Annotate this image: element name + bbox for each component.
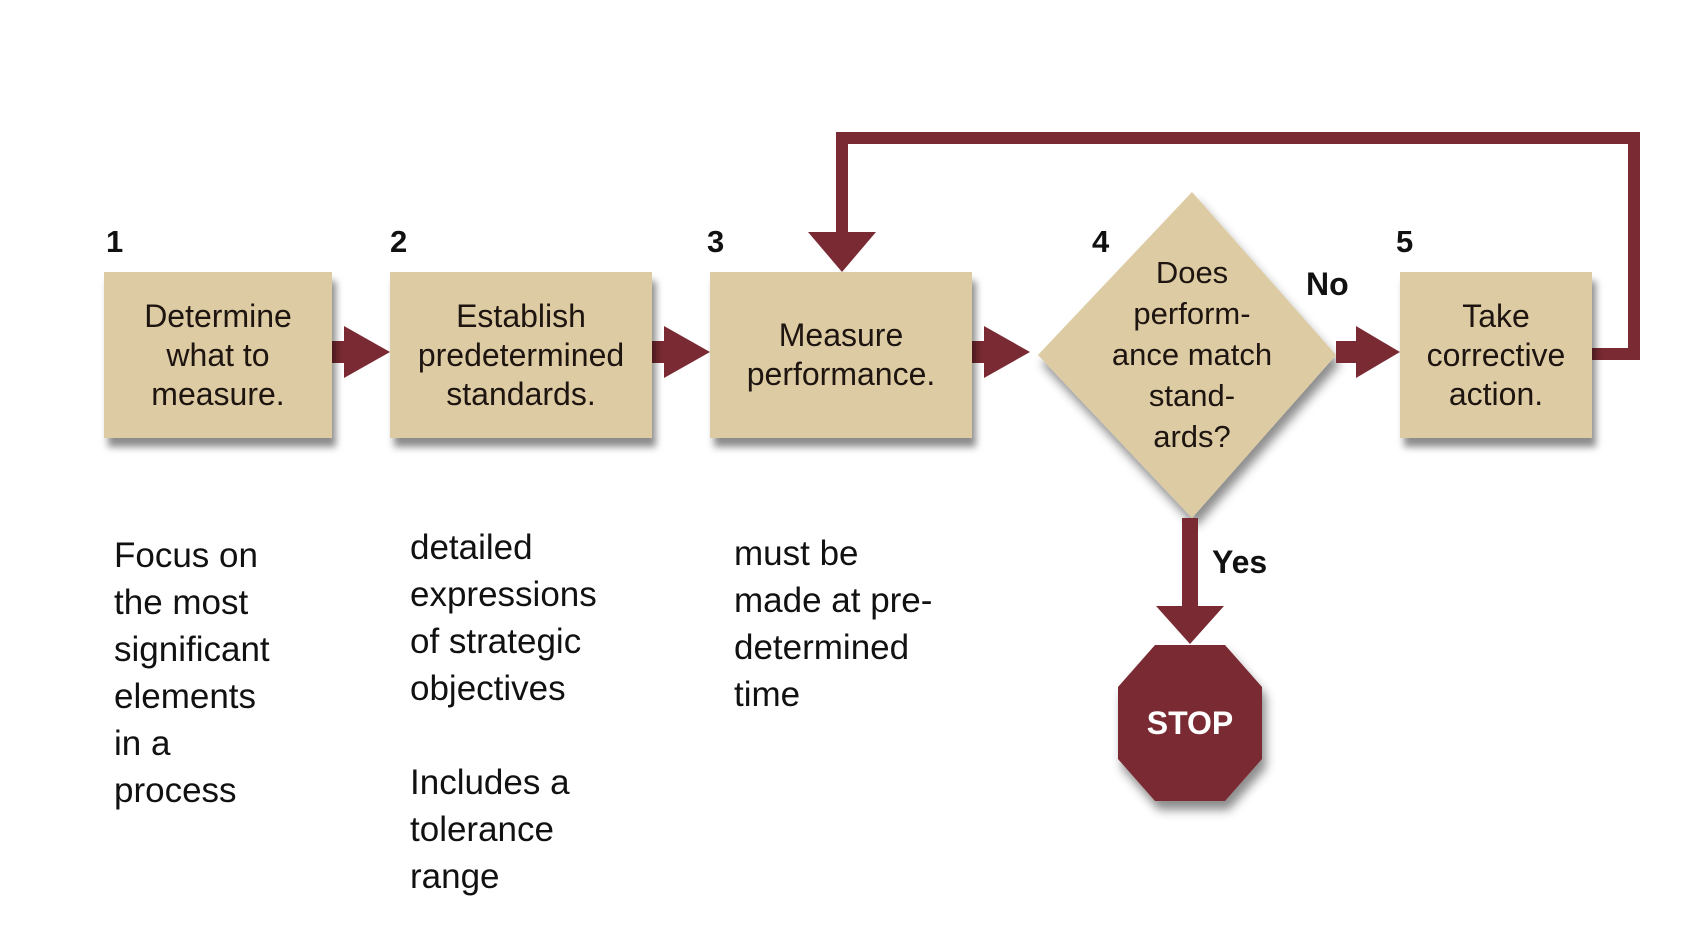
feedback-loop-arrow: [808, 132, 1640, 360]
arrow-no-to-5: [1336, 326, 1400, 378]
step-2-box: Establish predetermined standards.: [390, 272, 652, 438]
step-4-number: 4: [1092, 224, 1110, 259]
step-1-number: 1: [106, 224, 124, 259]
branch-no-label: No: [1306, 266, 1349, 302]
step-2-number: 2: [390, 224, 408, 259]
arrow-2-to-3: [652, 326, 710, 378]
step-5-box: Take corrective action.: [1400, 272, 1592, 438]
arrow-yes-to-stop: [1156, 518, 1224, 644]
step-2-note: detailed expressions of strategic object…: [410, 528, 597, 896]
step-1-note: Focus on the most significant elements i…: [114, 536, 270, 810]
stop-label: STOP: [1146, 705, 1234, 741]
step-5-number: 5: [1396, 224, 1414, 259]
step-3-note: must be made at pre- determined time: [734, 534, 933, 714]
octagon-stop-icon: [1118, 645, 1262, 801]
step-3-number: 3: [707, 224, 725, 259]
arrow-3-to-4: [972, 326, 1030, 378]
step-3-box: Measure performance.: [710, 272, 972, 438]
step-1-box: Determine what to measure.: [104, 272, 332, 438]
step-4-question: Does perform- ance match stand- ards?: [1111, 255, 1273, 454]
arrow-1-to-2: [332, 326, 390, 378]
decision-diamond: [1038, 192, 1336, 518]
branch-yes-label: Yes: [1212, 544, 1268, 580]
